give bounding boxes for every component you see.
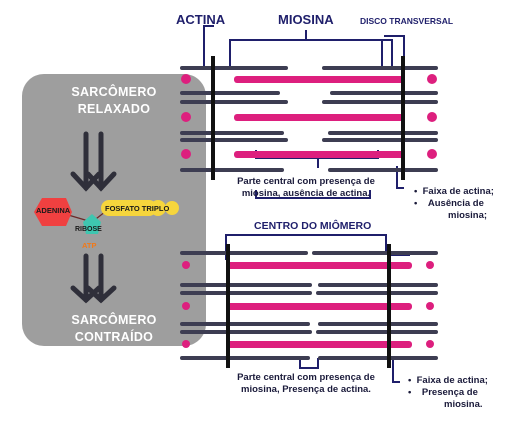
phosphate-shape-icon bbox=[101, 200, 157, 216]
down-arrow-icon bbox=[70, 131, 117, 192]
contracted-title: SARCÔMERO CONTRAÍDO bbox=[71, 313, 157, 344]
z-disc bbox=[387, 244, 391, 368]
actina-header: ACTINA bbox=[176, 12, 226, 27]
z-disc bbox=[226, 244, 230, 368]
ribose-label: RIBOSE bbox=[75, 226, 102, 233]
list-item: • Ausência de bbox=[414, 198, 484, 209]
bottom-caption: Parte central com presença de miosina, P… bbox=[237, 372, 375, 395]
atp-label: ATP bbox=[82, 241, 97, 250]
list-item: • Faixa de actina; bbox=[414, 186, 494, 197]
bottom-bullet-list: • Faixa de actina; • Presença de miosina… bbox=[408, 375, 524, 411]
ribose-pentagon-icon bbox=[83, 214, 101, 234]
actin-filaments-top bbox=[180, 66, 438, 172]
adenine-label: ADENINA bbox=[36, 206, 71, 215]
myosin-filaments-top bbox=[181, 74, 437, 159]
myosin-filaments-bottom bbox=[182, 261, 434, 348]
list-item: • Faixa de actina; bbox=[408, 375, 488, 386]
z-disc bbox=[401, 56, 405, 180]
phosphate-circle-icon bbox=[150, 200, 166, 216]
actin-filaments-bottom bbox=[180, 251, 438, 360]
down-arrow-icon bbox=[70, 253, 117, 304]
miosina-header: MIOSINA bbox=[278, 12, 334, 27]
top-caption: Parte central com presença de miosina, a… bbox=[237, 176, 375, 199]
adenine-hexagon-icon bbox=[34, 198, 72, 226]
list-item: • Presença de bbox=[408, 387, 478, 398]
top-bullet-list: • Faixa de actina; • Ausência de miosina… bbox=[414, 186, 524, 222]
z-disc bbox=[211, 56, 215, 180]
actin-filaments-top-lower bbox=[180, 111, 438, 114]
centro-header: CENTRO DO MIÔMERO bbox=[254, 220, 372, 232]
relaxed-title: SARCÔMERO RELAXADO bbox=[71, 85, 157, 116]
disco-header: DISCO TRANSVERSAL bbox=[360, 16, 454, 26]
phosphate-label: FOSFATO TRIPLO bbox=[105, 204, 170, 213]
phosphate-circle-icon bbox=[165, 201, 179, 215]
